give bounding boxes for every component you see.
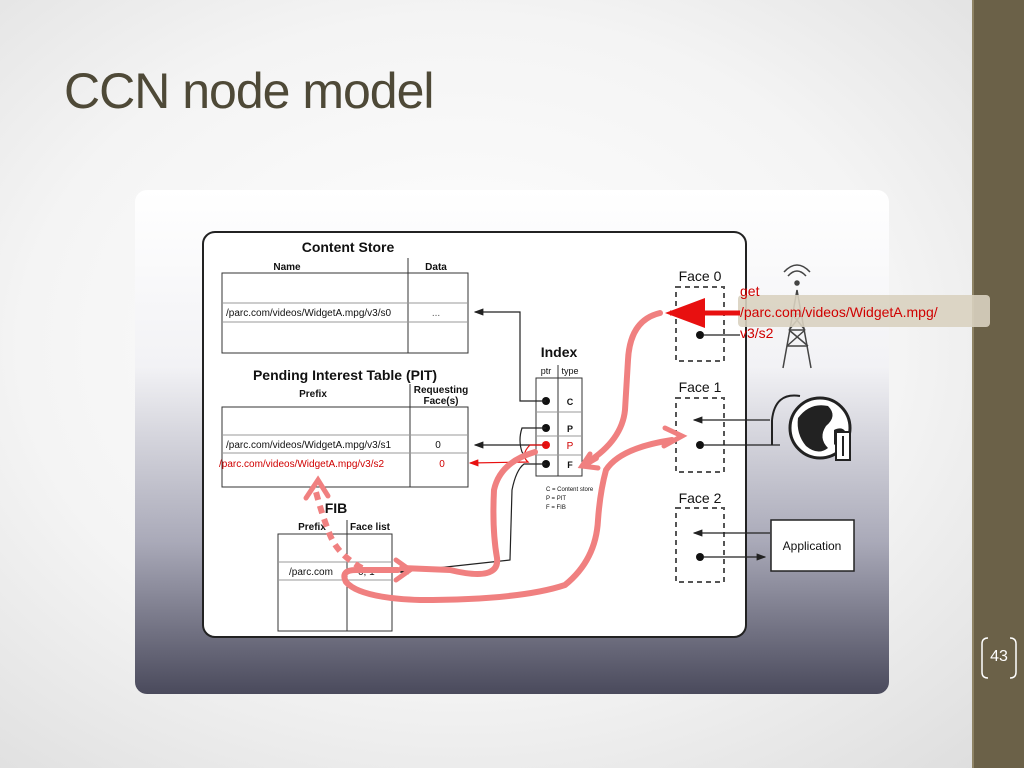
fib-title: FIB <box>325 500 348 516</box>
content-store-row-data: ... <box>432 308 440 319</box>
index-legend-f: F = FIB <box>546 505 566 511</box>
face1-label: Face 1 <box>679 379 722 395</box>
index-type-p-new: P <box>567 441 574 452</box>
index-type-p: P <box>567 424 573 434</box>
request-banner <box>738 295 990 327</box>
pit-row1-face: 0 <box>435 440 441 451</box>
content-store-col-name: Name <box>273 262 301 273</box>
pit-title: Pending Interest Table (PIT) <box>253 367 437 383</box>
application-label: Application <box>783 539 842 553</box>
pit-row2-prefix: /parc.com/videos/WidgetA.mpg/v3/s2 <box>219 459 385 470</box>
fib-col-prefix: Prefix <box>298 522 326 533</box>
pit-col-faces-1: Requesting <box>414 385 468 396</box>
pit-col-faces-2: Face(s) <box>423 396 458 407</box>
index-legend-c: C = Content store <box>546 487 594 493</box>
page-title: CCN node model <box>64 63 435 119</box>
request-text-line1: get <box>740 283 760 299</box>
sidebar-divider <box>972 0 974 768</box>
pit-col-prefix: Prefix <box>299 389 327 400</box>
content-store-table <box>221 272 469 354</box>
fib-lookup-dashed-arrow <box>313 491 364 571</box>
page-number: 43 <box>990 648 1008 665</box>
interest-path-highlight <box>341 310 675 604</box>
fib-table <box>277 533 393 632</box>
application-box <box>770 519 855 572</box>
antenna-tower-icon <box>782 264 812 369</box>
index-title: Index <box>541 344 578 360</box>
pit-row1-prefix: /parc.com/videos/WidgetA.mpg/v3/s1 <box>226 440 392 451</box>
face2-label: Face 2 <box>679 490 722 506</box>
pit-table <box>221 406 469 488</box>
request-text-line2: /parc.com/videos/WidgetA.mpg/ <box>740 304 938 320</box>
pit-row2-face: 0 <box>439 459 445 470</box>
page-number-bracket <box>981 637 1017 679</box>
content-store-title: Content Store <box>302 239 395 255</box>
index-legend-p: P = PIT <box>546 496 566 502</box>
fib-col-faces: Face list <box>350 522 391 533</box>
index-col-type: type <box>561 366 578 376</box>
fib-row-prefix: /parc.com <box>289 567 333 578</box>
index-type-f: F <box>567 460 573 470</box>
index-col-ptr: ptr <box>541 366 552 376</box>
face2-box <box>675 507 725 583</box>
network-globe-icon <box>771 394 852 461</box>
request-text-line3: v3/s2 <box>740 325 774 341</box>
content-store-col-data: Data <box>425 262 447 273</box>
content-store-row-name: /parc.com/videos/WidgetA.mpg/v3/s0 <box>226 308 392 319</box>
face0-label: Face 0 <box>679 268 722 284</box>
index-type-c: C <box>567 397 574 407</box>
